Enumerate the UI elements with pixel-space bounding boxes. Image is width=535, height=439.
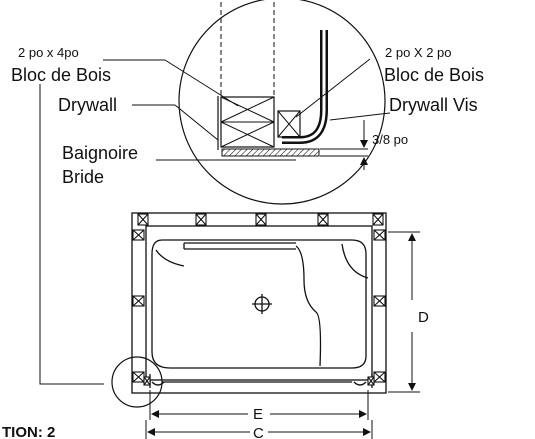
tub-label-line1: Baignoire <box>62 143 138 163</box>
tub-basin-outline <box>151 239 367 369</box>
dimension-lines <box>145 231 420 439</box>
frame-wood-blocks <box>132 213 386 386</box>
detail-magnifier <box>178 0 386 205</box>
wood-block-2x2-size-label: 2 po X 2 po <box>385 45 452 60</box>
dimension-e-label: E <box>253 406 263 423</box>
bathtub-plan <box>131 212 387 394</box>
gap-label: 3/8 po <box>372 132 408 147</box>
drywall-screw-label: Drywall Vis <box>389 95 478 115</box>
wood-block-2x4-name-label: Bloc de Bois <box>11 65 111 85</box>
drywall-label: Drywall <box>58 95 117 115</box>
dimension-c-label: C <box>253 425 264 439</box>
wood-block-2x2 <box>277 110 301 138</box>
wood-block-2x2-name-label: Bloc de Bois <box>384 65 484 85</box>
wood-block-2x4 <box>220 96 275 148</box>
section-label: TION: 2 <box>2 424 55 439</box>
corner-callout-circle <box>111 356 163 408</box>
dimension-d-label: D <box>418 309 429 326</box>
tub-label-line2: Bride <box>62 167 104 187</box>
tub-flange-hatch <box>221 148 320 157</box>
wood-block-2x4-size-label: 2 po x 4po <box>18 45 79 60</box>
leader-lines <box>39 58 391 385</box>
